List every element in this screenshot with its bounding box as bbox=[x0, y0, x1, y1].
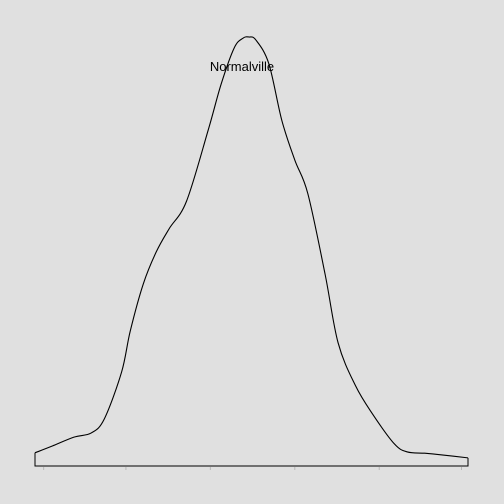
x-axis-ticks bbox=[43, 467, 463, 470]
density-baseline bbox=[34, 452, 469, 467]
density-curve-series-1 bbox=[34, 36, 469, 459]
annotation-label: Normalville bbox=[210, 59, 274, 74]
